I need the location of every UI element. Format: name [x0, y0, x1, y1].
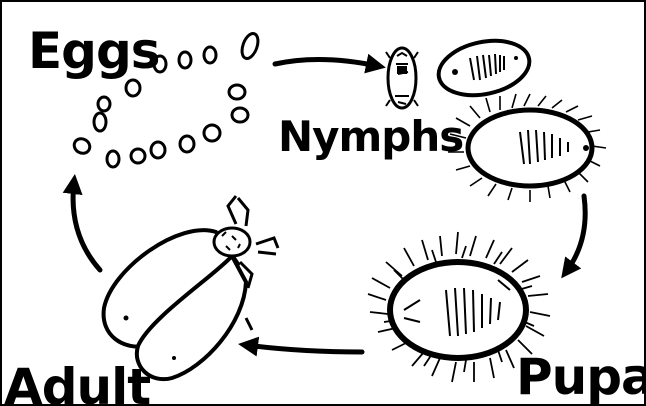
arrow-eggs-to-nymphs: [275, 59, 378, 66]
arrow-nymphs-to-pupa: [566, 196, 585, 272]
egg: [180, 136, 194, 152]
nymphs-label: Nymphs: [278, 116, 463, 158]
egg: [98, 97, 110, 111]
egg: [204, 47, 216, 63]
nymph-large: [448, 94, 606, 202]
pupa-label: Pupa: [516, 352, 646, 402]
adult-label: Adult: [4, 362, 150, 406]
egg: [72, 136, 93, 156]
nymph-small: [386, 48, 418, 108]
egg: [107, 151, 119, 167]
arrow-pupa-to-adult: [246, 345, 362, 352]
egg: [204, 125, 220, 141]
egg: [179, 52, 191, 68]
eggs-label: Eggs: [28, 26, 160, 76]
egg: [94, 113, 106, 131]
egg: [229, 85, 245, 99]
egg: [239, 31, 261, 60]
egg: [151, 142, 165, 158]
egg: [131, 149, 145, 163]
egg: [126, 80, 140, 96]
adult-whitefly: [104, 196, 278, 379]
arrow-adult-to-eggs: [73, 182, 100, 270]
nymph-medium: [434, 33, 535, 103]
egg: [232, 108, 248, 122]
